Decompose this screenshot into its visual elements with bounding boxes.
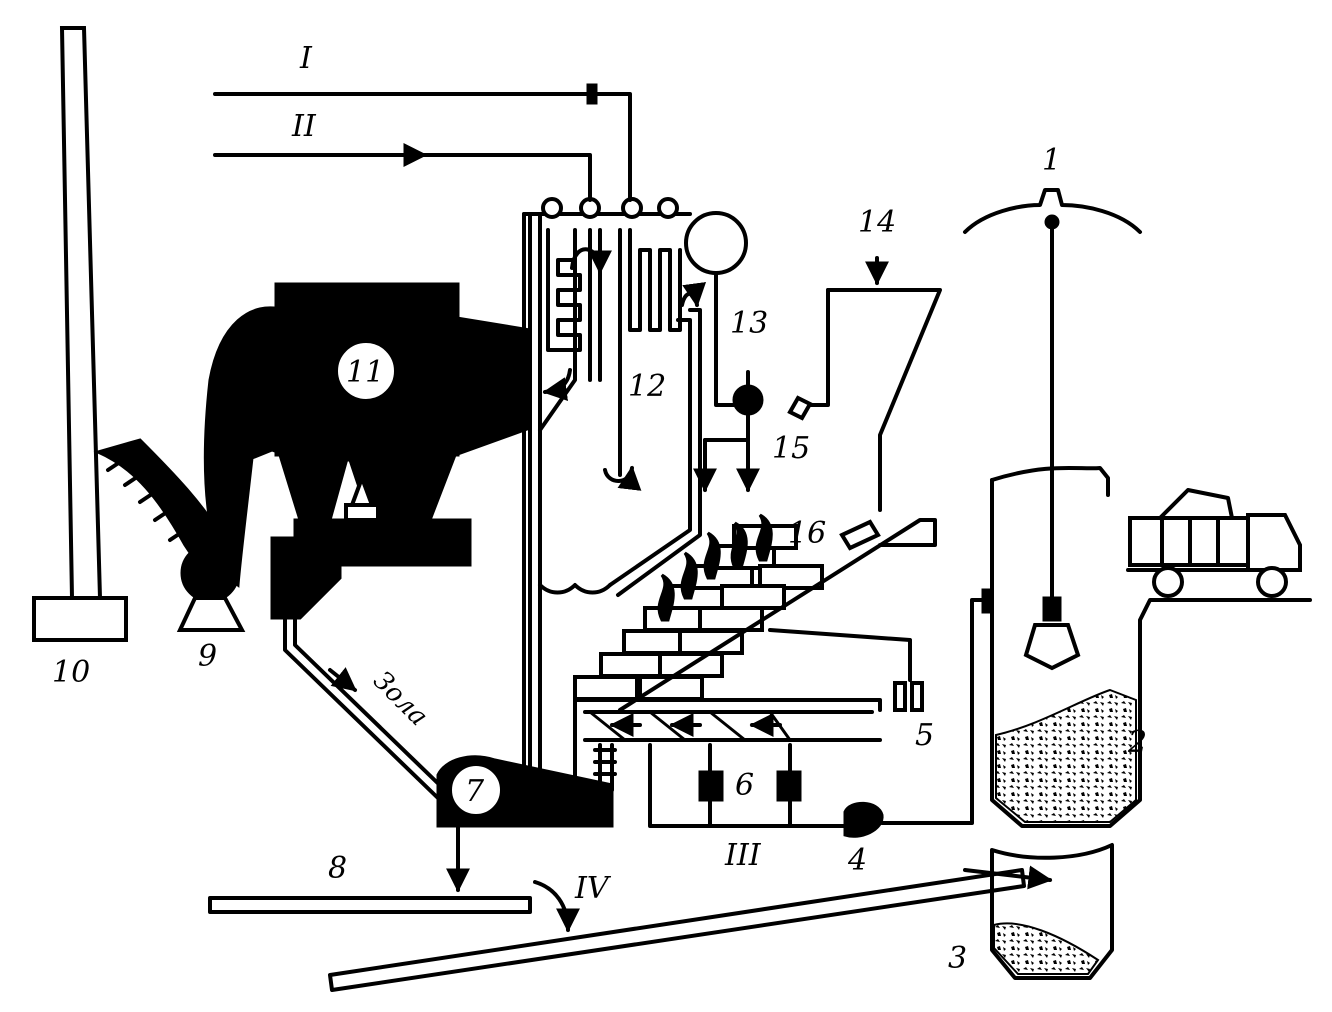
feeder-13 — [693, 271, 813, 493]
boiler — [522, 197, 748, 792]
label-1: 1 — [1042, 143, 1061, 178]
label-6: 6 — [735, 768, 754, 803]
slag-pile — [993, 922, 1100, 975]
label-3: 3 — [948, 941, 967, 976]
ash-arrow — [328, 667, 357, 692]
waste-bunker — [990, 465, 1312, 828]
label-2: 2 — [1127, 725, 1147, 760]
label-14: 14 — [858, 205, 896, 240]
slag-conveyor — [328, 868, 1026, 992]
label-roman-II: II — [291, 109, 317, 144]
label-9: 9 — [198, 639, 217, 674]
label-5: 5 — [915, 718, 934, 753]
label-4: 4 — [847, 843, 867, 878]
label-roman-I: I — [299, 41, 313, 76]
label-13: 13 — [730, 306, 768, 341]
flue-duct-corrugation — [106, 460, 184, 542]
waste-pile — [995, 688, 1137, 823]
electrostatic-precipitator — [203, 282, 532, 620]
label-8: 8 — [328, 851, 347, 886]
label-7: 7 — [465, 774, 485, 809]
label-roman-IV: IV — [574, 871, 612, 906]
ash-hopper — [270, 536, 342, 620]
label-15: 15 — [772, 431, 810, 466]
label-11: 11 — [346, 355, 384, 390]
line-I — [213, 83, 632, 202]
ash-pipe — [283, 616, 452, 802]
label-16: 16 — [788, 516, 826, 551]
garbage-truck — [1126, 488, 1302, 598]
crane — [963, 188, 1142, 671]
slag-container — [963, 843, 1114, 980]
feed-hopper — [808, 256, 942, 512]
ash-outlet-line — [208, 896, 532, 914]
air-supply — [648, 588, 993, 838]
label-10: 10 — [52, 655, 90, 690]
furnace-grate — [573, 513, 937, 792]
label-12: 12 — [628, 369, 666, 404]
label-roman-III: III — [724, 838, 762, 873]
line-II — [213, 143, 592, 202]
slag-conveyor-arrow — [533, 880, 580, 933]
chimney — [32, 26, 128, 642]
